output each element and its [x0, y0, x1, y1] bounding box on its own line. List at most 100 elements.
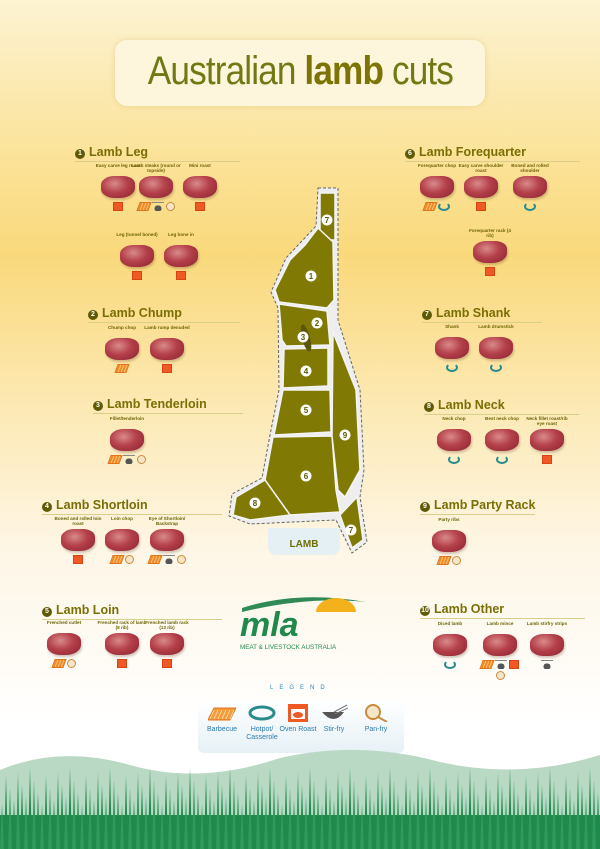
legend-item-hotpot: Hotpot/ Casserole [242, 704, 282, 742]
meat-cut-image [483, 634, 517, 656]
cut-name: Diced lamb [437, 621, 463, 626]
meat-cut-image [47, 633, 81, 655]
section-title: Lamb Other [434, 602, 505, 616]
legend-label: Oven Roast [279, 726, 317, 733]
cut-item: Lamb stirfry strips [522, 621, 572, 669]
svg-text:MEAT & LIVESTOCK AUSTRALIA: MEAT & LIVESTOCK AUSTRALIA [240, 644, 337, 651]
cooking-methods [106, 455, 147, 464]
section-title: Lamb Chump [102, 306, 182, 320]
stirfry-icon [541, 660, 553, 669]
panfry-icon [136, 455, 146, 464]
meat-cut-image [432, 530, 466, 552]
legend-label: Barbecue [207, 726, 237, 733]
cut-name: Lamb mince [486, 621, 514, 626]
panfry-icon [124, 555, 134, 564]
meat-cut-image [420, 176, 454, 198]
section-title: Lamb Neck [438, 398, 505, 412]
cut-name: Shank [445, 324, 459, 329]
bbq-icon [146, 555, 163, 564]
region-number: 7 [325, 216, 330, 225]
cut-item: Forequarter chop [412, 163, 462, 211]
cooking-methods [146, 555, 187, 564]
cooking-methods [102, 659, 142, 668]
cut-name: Lamb drumstick [478, 324, 514, 329]
region-number: 5 [304, 406, 309, 415]
hotpot-icon [448, 455, 460, 464]
cut-name: Best neck chop [485, 416, 519, 421]
cooking-methods [510, 202, 550, 211]
cooking-methods [527, 455, 567, 464]
legend-item-oven: Oven Roast [278, 704, 318, 734]
cut-name: Forequarter rack (4 rib) [469, 228, 511, 239]
legend-label: Stir-fry [323, 726, 345, 733]
page-title: Australian lamb cuts [147, 49, 453, 93]
section-number: 4 [42, 502, 52, 512]
region-marker [249, 497, 261, 509]
cut-item: Boned and rolled loin roast [53, 516, 103, 564]
bbq-icon [114, 364, 130, 373]
section-header: 2 Lamb Chump [88, 306, 240, 323]
meat-cut-image [437, 429, 471, 451]
section-number: 2 [88, 310, 98, 320]
region-number: 3 [301, 333, 306, 342]
section-number: 10 [420, 606, 430, 616]
hotpot-icon [444, 660, 456, 669]
title-banner: Australian lamb cuts [115, 40, 485, 106]
cooking-methods [479, 660, 520, 680]
oven-icon [176, 271, 186, 280]
section-title: Lamb Shortloin [56, 498, 148, 512]
cooking-methods [476, 363, 516, 372]
meat-cut-image [435, 337, 469, 359]
region-marker [297, 331, 309, 343]
oven-icon [284, 704, 312, 722]
region-marker [321, 214, 333, 226]
oven-icon [132, 271, 142, 280]
meat-cut-image [105, 633, 139, 655]
cut-item: Lamb rump denuded [142, 325, 192, 373]
cut-item: Frenched rack of lamb (8 rib) [97, 620, 147, 668]
region-marker [300, 365, 312, 377]
cut-name: Lamb rump denuded [144, 325, 190, 330]
bbq-icon [207, 704, 237, 722]
diagram-region [339, 495, 364, 550]
cut-item: Forequarter rack (4 rib) [465, 228, 515, 276]
cut-name: Leg bone in [168, 232, 194, 237]
bbq-icon [479, 660, 495, 669]
stirfry-icon [320, 704, 349, 722]
oven-icon [117, 659, 127, 668]
region-number: 2 [315, 319, 320, 328]
cut-name: Neck chop [442, 416, 466, 421]
bbq-icon [435, 556, 452, 565]
cut-name: Easy carve shoulder roast [458, 163, 504, 174]
panfry-icon [176, 555, 186, 564]
section-title: Lamb Tenderloin [107, 397, 207, 411]
oven-icon [542, 455, 552, 464]
region-number: 1 [309, 272, 314, 281]
cooking-methods [482, 455, 522, 464]
cut-item: Fillet/tenderloin [102, 416, 152, 464]
cut-item: Neck fillet roast/rib eye roast [522, 416, 572, 464]
region-number: 8 [253, 499, 258, 508]
legend-title: LEGEND [270, 685, 331, 691]
region-marker [339, 429, 351, 441]
diagram-region [331, 331, 361, 499]
region-marker [345, 524, 357, 536]
cut-item: Diced lamb [425, 621, 475, 669]
meat-cut-image [139, 176, 173, 198]
stirfry-icon [151, 202, 164, 211]
legend-item-panfry: Pan-fry [356, 704, 396, 734]
bbq-icon [422, 202, 438, 211]
cut-item: Lamb mince [475, 621, 525, 680]
cooking-methods [430, 660, 470, 669]
section-title: Lamb Party Rack [434, 498, 536, 512]
cut-name: Boned and rolled loin roast [54, 516, 102, 527]
meat-cut-image [530, 429, 564, 451]
section-number: 9 [420, 502, 430, 512]
cut-name: Mini roast [189, 163, 211, 168]
section-number: 3 [93, 401, 103, 411]
bbq-icon [50, 659, 67, 668]
